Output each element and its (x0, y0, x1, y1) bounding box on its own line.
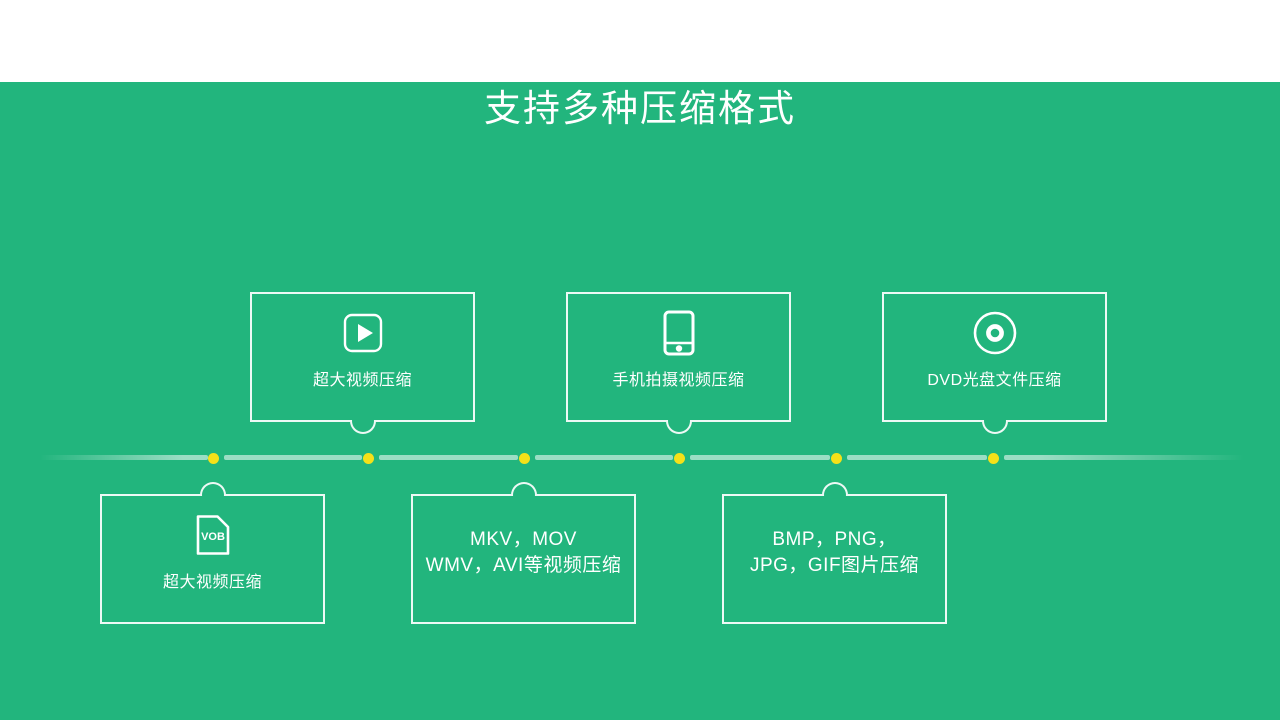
timeline-dot-5 (831, 453, 842, 464)
timeline-segment (379, 455, 518, 460)
card-vob-compression[interactable]: VOB 超大视频压缩 (100, 482, 325, 624)
timeline-segment (847, 455, 987, 460)
play-icon (343, 310, 383, 356)
card-label-line-2: JPG，GIF图片压缩 (749, 555, 920, 576)
timeline-segment (1004, 455, 1244, 460)
timeline-segment (690, 455, 830, 460)
card-notch-cover (197, 496, 228, 512)
card-label: DVD光盘文件压缩 (927, 371, 1062, 389)
card-label: 超大视频压缩 (312, 371, 412, 389)
svg-text:VOB: VOB (201, 531, 225, 543)
card-label-line-2: WMV，AVI等视频压缩 (425, 555, 622, 576)
card-notch-cover (819, 496, 850, 512)
card-label-line-1: MKV，MOV (470, 529, 577, 550)
card-notch-cover (508, 496, 539, 512)
green-stage (0, 82, 1280, 720)
timeline-dot-2 (363, 453, 374, 464)
page-title: 支持多种压缩格式 (484, 88, 796, 129)
card-dvd-compression[interactable]: DVD光盘文件压缩 (882, 292, 1107, 434)
timeline-dot-6 (988, 453, 999, 464)
card-notch-cover (663, 404, 694, 420)
card-video-formats-compression[interactable]: MKV，MOV WMV，AVI等视频压缩 (411, 482, 636, 624)
card-video-compression[interactable]: 超大视频压缩 (250, 292, 475, 434)
timeline-segment (224, 455, 362, 460)
card-label: 手机拍摄视频压缩 (612, 371, 745, 389)
card-label: 超大视频压缩 (162, 573, 262, 591)
card-label-line-1: BMP，PNG， (772, 529, 897, 550)
timeline-dot-4 (674, 453, 685, 464)
timeline-dot-3 (519, 453, 530, 464)
card-notch-cover (347, 404, 378, 420)
timeline-segment (40, 455, 208, 460)
top-white-band (0, 0, 1280, 82)
disc-icon (972, 310, 1018, 356)
timeline-dot-1 (208, 453, 219, 464)
vob-file-icon: VOB (194, 512, 232, 558)
card-notch-cover (979, 404, 1010, 420)
card-mobile-video-compression[interactable]: 手机拍摄视频压缩 (566, 292, 791, 434)
timeline-segment (535, 455, 673, 460)
timeline-connector (0, 453, 1280, 464)
card-image-formats-compression[interactable]: BMP，PNG， JPG，GIF图片压缩 (722, 482, 947, 624)
mobile-phone-icon (663, 310, 695, 356)
